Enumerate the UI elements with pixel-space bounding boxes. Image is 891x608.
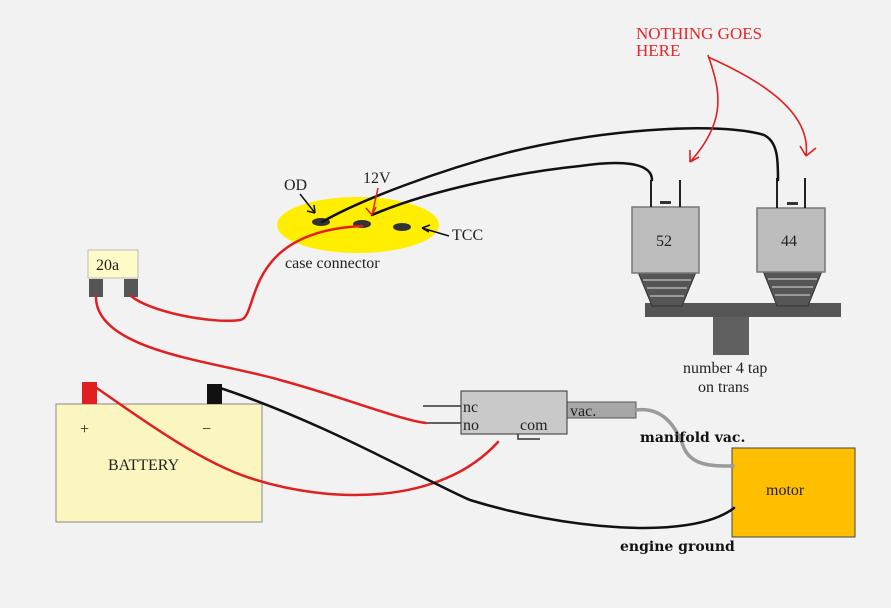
vac-switch-nc-label: nc <box>463 399 478 416</box>
annotation-line2: HERE <box>636 41 680 60</box>
tap-stem <box>713 317 749 355</box>
od-arrow <box>299 193 316 214</box>
case-connector-label: case connector <box>285 255 380 272</box>
pin-od-label: OD <box>284 177 307 194</box>
battery <box>55 382 263 523</box>
vacuum-switch <box>423 390 637 440</box>
engine-ground-label: engine ground <box>620 539 735 555</box>
motor <box>731 447 856 538</box>
12v-arrow <box>365 187 379 216</box>
annotation-arrow-44 <box>707 56 817 157</box>
wire-engine-ground <box>212 384 736 530</box>
switch-44-label: 44 <box>781 233 797 250</box>
vacuum-hose <box>634 407 735 468</box>
pressure-switch-52 <box>631 180 700 307</box>
wire-tcc-to-switch-52 <box>370 161 654 217</box>
annotation-line1: NOTHING GOES <box>636 24 762 43</box>
pin-12v-label: 12V <box>363 170 391 187</box>
tcc-arrow <box>421 224 450 237</box>
pin-tcc-label: TCC <box>452 227 483 244</box>
fuse-label: 20a <box>96 257 119 274</box>
annotation-arrow-52 <box>689 54 719 163</box>
battery-label: BATTERY <box>108 457 180 474</box>
switch-52-label: 52 <box>656 233 672 250</box>
tap-label-line2: on trans <box>698 379 749 396</box>
battery-plus-label: + <box>80 421 89 438</box>
pressure-switch-44 <box>756 178 826 307</box>
manifold-vac-label: manifold vac. <box>640 430 745 446</box>
wire-od-to-switch-44 <box>320 127 780 224</box>
vac-switch-com-label: com <box>520 417 548 434</box>
wire-fuse-to-vac-nc <box>94 295 428 425</box>
fuse-20a <box>87 249 139 297</box>
vac-switch-no-label: no <box>463 417 479 434</box>
battery-minus-label: − <box>202 421 211 438</box>
wire-battery-plus-to-com <box>89 382 500 497</box>
vac-switch-vac-label: vac. <box>570 403 596 420</box>
motor-label: motor <box>766 482 805 499</box>
wire-12v-to-fuse <box>129 224 364 322</box>
tap-label-line1: number 4 tap <box>683 360 767 377</box>
